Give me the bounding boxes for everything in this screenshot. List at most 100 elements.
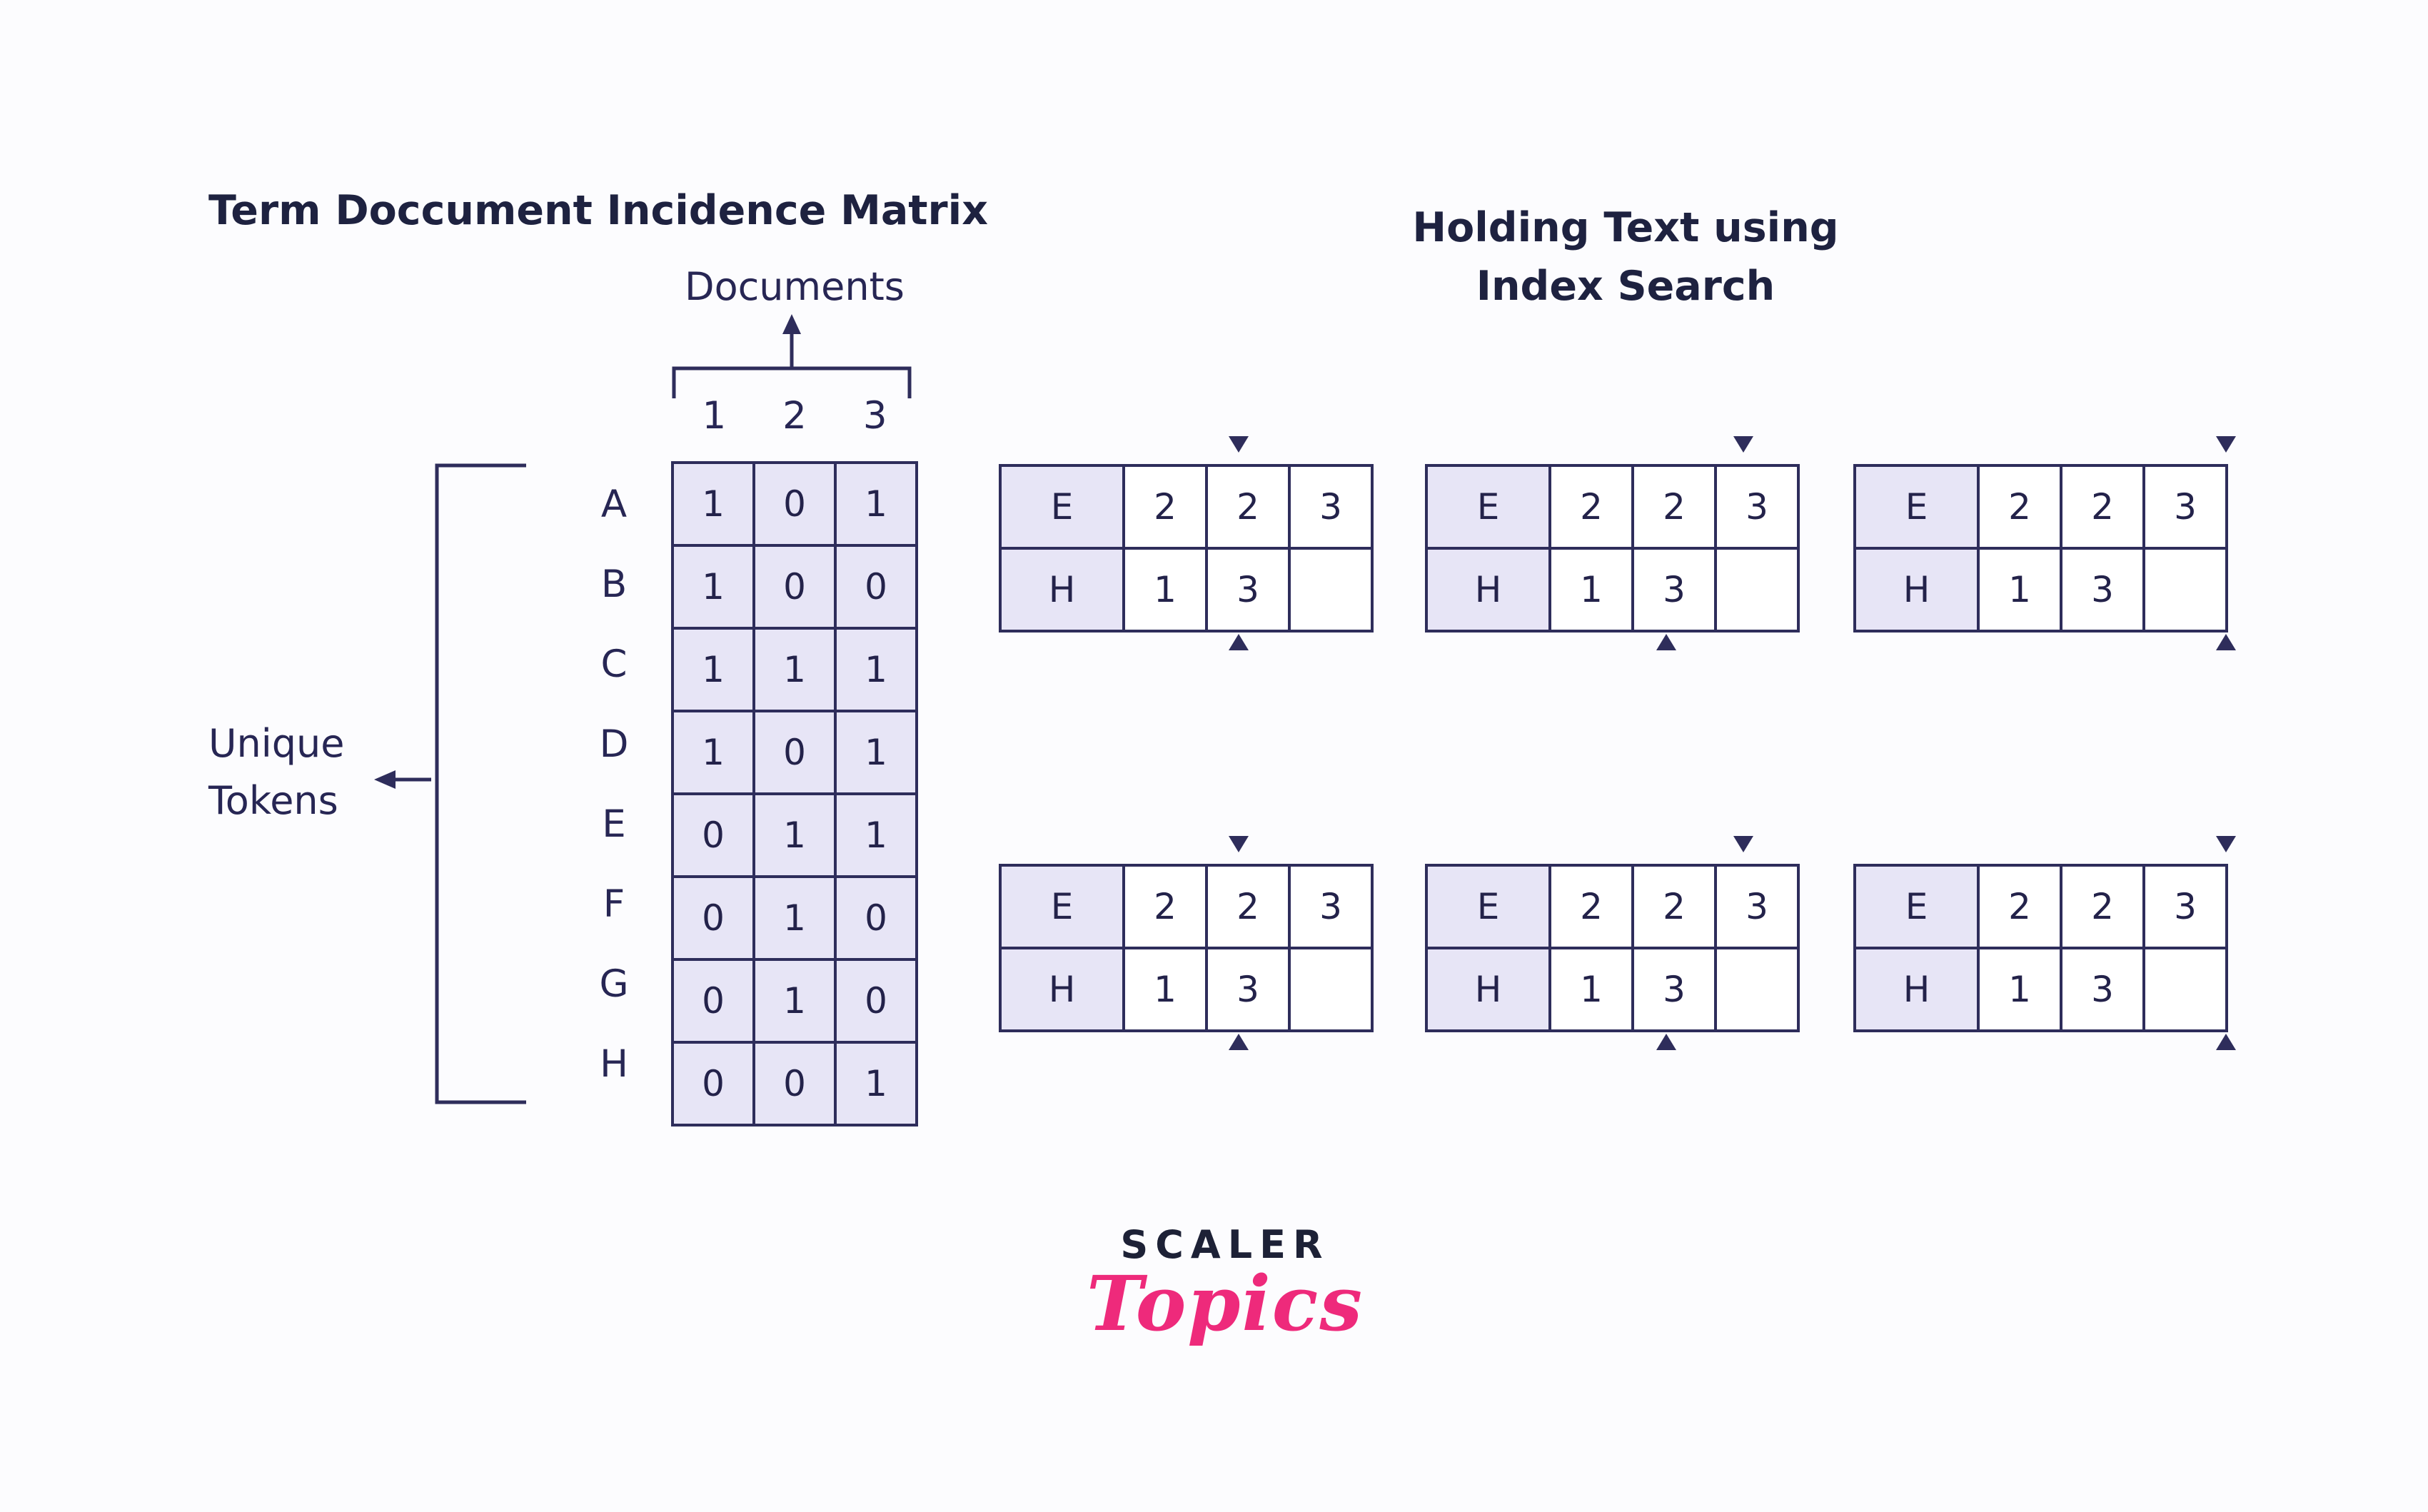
index-table-row: E 2 2 3 xyxy=(999,464,1374,550)
matrix-cell: 0 xyxy=(752,461,837,547)
down-triangle-icon xyxy=(2216,436,2236,453)
index-table-row: H 1 3 xyxy=(1425,547,1800,632)
token-cell: E xyxy=(1853,464,1980,550)
row-label: A xyxy=(600,482,628,526)
unique-tokens-label: Unique Tokens xyxy=(208,715,344,830)
unique-tokens-bracket xyxy=(435,463,526,1104)
posting-cell xyxy=(1288,547,1374,632)
posting-cell xyxy=(1714,947,1800,1032)
matrix-cell: 1 xyxy=(752,875,837,961)
posting-cell xyxy=(2142,947,2228,1032)
posting-cell: 2 xyxy=(1205,864,1291,949)
left-title: Term Doccument Incidence Matrix xyxy=(208,187,988,234)
column-header: 1 xyxy=(702,394,727,438)
row-label: B xyxy=(600,562,628,606)
documents-label: Documents xyxy=(685,264,905,309)
posting-cell: 2 xyxy=(1548,464,1634,550)
logo-brand-text: SCALER xyxy=(1120,1222,1330,1267)
column-header: 3 xyxy=(862,394,887,438)
index-table-5: E 2 2 3 H 1 3 xyxy=(1425,864,1800,1032)
matrix-row: 1 0 1 xyxy=(671,710,918,795)
incidence-matrix: 1 0 1 1 0 0 1 1 1 1 0 1 0 1 1 xyxy=(671,461,918,1127)
matrix-row: 0 0 1 xyxy=(671,1041,918,1127)
posting-cell: 3 xyxy=(2060,947,2145,1032)
index-table-row: H 1 3 xyxy=(999,547,1374,632)
row-label: E xyxy=(602,802,626,846)
posting-cell: 3 xyxy=(1288,864,1374,949)
matrix-cell: 0 xyxy=(671,958,755,1044)
down-triangle-icon xyxy=(1733,836,1753,852)
down-triangle-icon xyxy=(2216,836,2236,852)
index-table-1: E 2 2 3 H 1 3 xyxy=(999,464,1374,632)
posting-cell: 2 xyxy=(1548,864,1634,949)
posting-cell: 3 xyxy=(1288,464,1374,550)
row-label: G xyxy=(599,962,629,1006)
posting-cell: 3 xyxy=(1631,547,1717,632)
posting-cell xyxy=(2142,547,2228,632)
token-cell: H xyxy=(999,947,1125,1032)
index-table-row: E 2 2 3 xyxy=(1853,464,2228,550)
token-cell: E xyxy=(999,864,1125,949)
column-header: 2 xyxy=(782,394,807,438)
posting-cell: 3 xyxy=(2142,864,2228,949)
matrix-cell: 0 xyxy=(834,958,918,1044)
matrix-row: 0 1 0 xyxy=(671,958,918,1044)
index-table-4: E 2 2 3 H 1 3 xyxy=(999,864,1374,1032)
token-cell: H xyxy=(1425,547,1551,632)
matrix-cell: 1 xyxy=(671,710,755,795)
posting-cell: 2 xyxy=(1631,864,1717,949)
matrix-cell: 1 xyxy=(834,1041,918,1127)
right-title-line1: Holding Text using xyxy=(1412,204,1839,251)
matrix-row-labels: A B C D E F G H xyxy=(571,464,657,1104)
matrix-row: 1 0 0 xyxy=(671,544,918,630)
up-triangle-icon xyxy=(2216,1034,2236,1050)
posting-cell: 2 xyxy=(1977,864,2062,949)
down-triangle-icon xyxy=(1733,436,1753,453)
row-label: H xyxy=(600,1042,628,1086)
up-triangle-icon xyxy=(1656,1034,1676,1050)
posting-cell: 3 xyxy=(1631,947,1717,1032)
posting-cell: 3 xyxy=(1714,864,1800,949)
matrix-column-headers: 1 2 3 xyxy=(674,394,915,438)
posting-cell xyxy=(1288,947,1374,1032)
unique-tokens-line1: Unique xyxy=(208,721,345,766)
index-table-6: E 2 2 3 H 1 3 xyxy=(1853,864,2228,1032)
index-table-row: E 2 2 3 xyxy=(1425,464,1800,550)
matrix-cell: 1 xyxy=(671,461,755,547)
index-table-row: E 2 2 3 xyxy=(999,864,1374,949)
matrix-cell: 1 xyxy=(834,792,918,878)
matrix-cell: 1 xyxy=(834,627,918,712)
posting-cell: 1 xyxy=(1977,547,2062,632)
posting-cell: 2 xyxy=(1122,864,1208,949)
index-table-row: H 1 3 xyxy=(1425,947,1800,1032)
token-cell: E xyxy=(1853,864,1980,949)
posting-cell: 1 xyxy=(1977,947,2062,1032)
posting-cell: 3 xyxy=(1205,547,1291,632)
index-table-2: E 2 2 3 H 1 3 xyxy=(1425,464,1800,632)
row-label: D xyxy=(599,722,629,766)
down-triangle-icon xyxy=(1229,836,1249,852)
posting-cell: 1 xyxy=(1122,947,1208,1032)
matrix-row: 0 1 0 xyxy=(671,875,918,961)
right-title-line2: Index Search xyxy=(1476,263,1775,310)
matrix-cell: 0 xyxy=(834,875,918,961)
index-table-row: E 2 2 3 xyxy=(1853,864,2228,949)
matrix-cell: 1 xyxy=(834,710,918,795)
index-table-row: H 1 3 xyxy=(1853,547,2228,632)
matrix-cell: 1 xyxy=(752,792,837,878)
posting-cell: 2 xyxy=(1122,464,1208,550)
posting-cell: 3 xyxy=(2142,464,2228,550)
logo-sub-text: Topics xyxy=(1086,1259,1364,1348)
token-cell: E xyxy=(1425,464,1551,550)
token-cell: H xyxy=(999,547,1125,632)
matrix-cell: 0 xyxy=(752,1041,837,1127)
unique-tokens-line2: Tokens xyxy=(208,778,338,823)
token-cell: H xyxy=(1853,947,1980,1032)
matrix-row: 1 0 1 xyxy=(671,461,918,547)
index-table-3: E 2 2 3 H 1 3 xyxy=(1853,464,2228,632)
documents-arrow xyxy=(782,314,801,368)
up-triangle-icon xyxy=(1229,634,1249,650)
right-title: Holding Text using Index Search xyxy=(1340,198,1911,316)
scaler-topics-logo: SCALER Topics xyxy=(1047,1222,1404,1348)
